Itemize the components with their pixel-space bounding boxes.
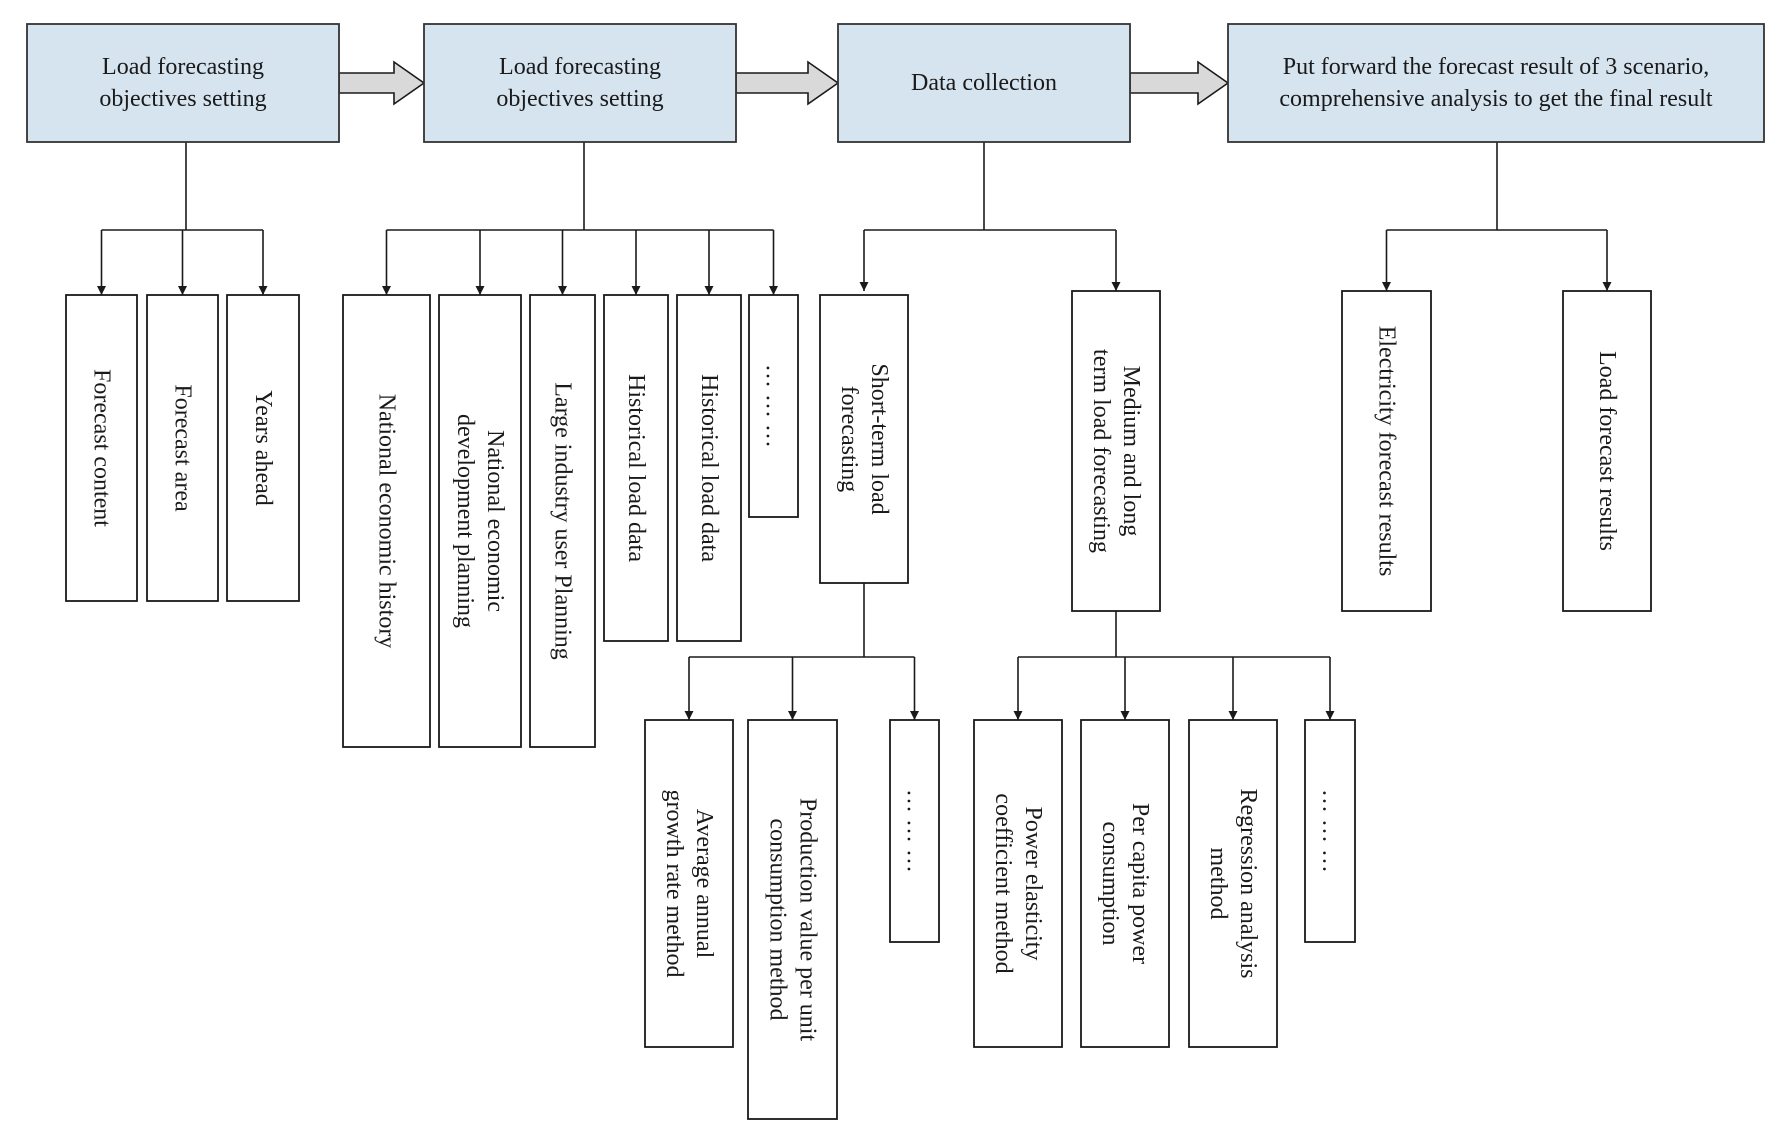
long-term-method-2-label-line-2: consumption xyxy=(1097,822,1123,946)
short-term-method-3-label-line-1: … … … xyxy=(902,789,928,873)
short-term-method-2-label-line-1: Production value per unit xyxy=(795,798,821,1042)
stage2-item-6-label-line-1: … … … xyxy=(761,364,787,448)
long-term-method-3-label-line-1: Regression analysis xyxy=(1235,789,1261,979)
stage-1-label-line-1: Load forecasting xyxy=(102,54,264,80)
stage-2-label-line-1: Load forecasting xyxy=(499,54,661,80)
short-term-method-1-label-line-1: Average annual xyxy=(691,809,717,959)
stage2-item-5: Historical load data xyxy=(676,294,742,642)
stage-4-label-line-1: Put forward the forecast result of 3 sce… xyxy=(1283,54,1710,80)
long-term-method-4-label-line-1: … … … xyxy=(1317,789,1343,873)
long-term-method-1-label-line-2: coefficient method xyxy=(990,793,1016,973)
long-term-method-1-label-line-1: Power elasticity xyxy=(1020,807,1046,961)
stage2-item-4-label-line-1: Historical load data xyxy=(623,374,649,562)
stage1-item-2: Forecast area xyxy=(146,294,219,602)
stage3-item-2-label-line-2: term load forecasting xyxy=(1088,349,1114,553)
stage-1-label-line-2: objectives setting xyxy=(99,86,266,112)
long-term-method-2-label-line-1: Per capita power xyxy=(1127,803,1153,964)
stage-2-label-line-2: objectives setting xyxy=(496,86,663,112)
stage4-item-2-label-line-1: Load forecast results xyxy=(1594,351,1620,551)
stage3-item-1-label-line-1: Short-term load xyxy=(866,363,892,514)
stage1-item-3-label-line-1: Years ahead xyxy=(250,390,276,506)
stage-box-3: Data collection xyxy=(837,23,1131,143)
short-term-method-2-label-line-2: consumption method xyxy=(765,819,791,1021)
long-term-method-3-label-line-2: method xyxy=(1205,848,1231,920)
stage-3-label-line-1: Data collection xyxy=(911,70,1057,96)
stage4-item-1-label-line-1: Electricity forecast results xyxy=(1374,326,1400,577)
stage2-item-3-label-line-1: Large industry user Planning xyxy=(550,382,576,660)
short-term-method-1-label-line-2: growth rate method xyxy=(661,790,687,978)
stage-4-label-line-2: comprehensive analysis to get the final … xyxy=(1279,86,1713,112)
stage2-item-4: Historical load data xyxy=(603,294,669,642)
stage2-item-3: Large industry user Planning xyxy=(529,294,596,748)
stage2-item-1: National economic history xyxy=(342,294,431,748)
stage3-item-1-label-line-2: forecasting xyxy=(836,386,862,493)
stage4-item-1: Electricity forecast results xyxy=(1341,290,1432,612)
short-term-method-3: … … … xyxy=(889,719,940,943)
stage1-item-1: Forecast content xyxy=(65,294,138,602)
stage4-item-2: Load forecast results xyxy=(1562,290,1652,612)
stage-box-1: Load forecasting objectives setting xyxy=(26,23,340,143)
stage2-item-2-label-line-1: National economic xyxy=(482,430,508,612)
stage2-item-1-label-line-1: National economic history xyxy=(374,394,400,649)
stage-box-4: Put forward the forecast result of 3 sce… xyxy=(1227,23,1765,143)
stage1-item-3: Years ahead xyxy=(226,294,300,602)
stage-arrows xyxy=(338,60,1230,106)
stage2-item-6: … … … xyxy=(748,294,799,518)
connector-lines xyxy=(97,142,1612,720)
long-term-method-4: … … … xyxy=(1304,719,1356,943)
stage3-item-2-label-line-1: Medium and long xyxy=(1118,366,1144,537)
stage1-item-2-label-line-1: Forecast area xyxy=(170,384,196,512)
stage2-item-2-label-line-2: development planning xyxy=(452,414,478,628)
stage2-item-5-label-line-1: Historical load data xyxy=(696,374,722,562)
stage-box-2: Load forecasting objectives setting xyxy=(423,23,737,143)
stage1-item-1-label-line-1: Forecast content xyxy=(89,369,115,527)
